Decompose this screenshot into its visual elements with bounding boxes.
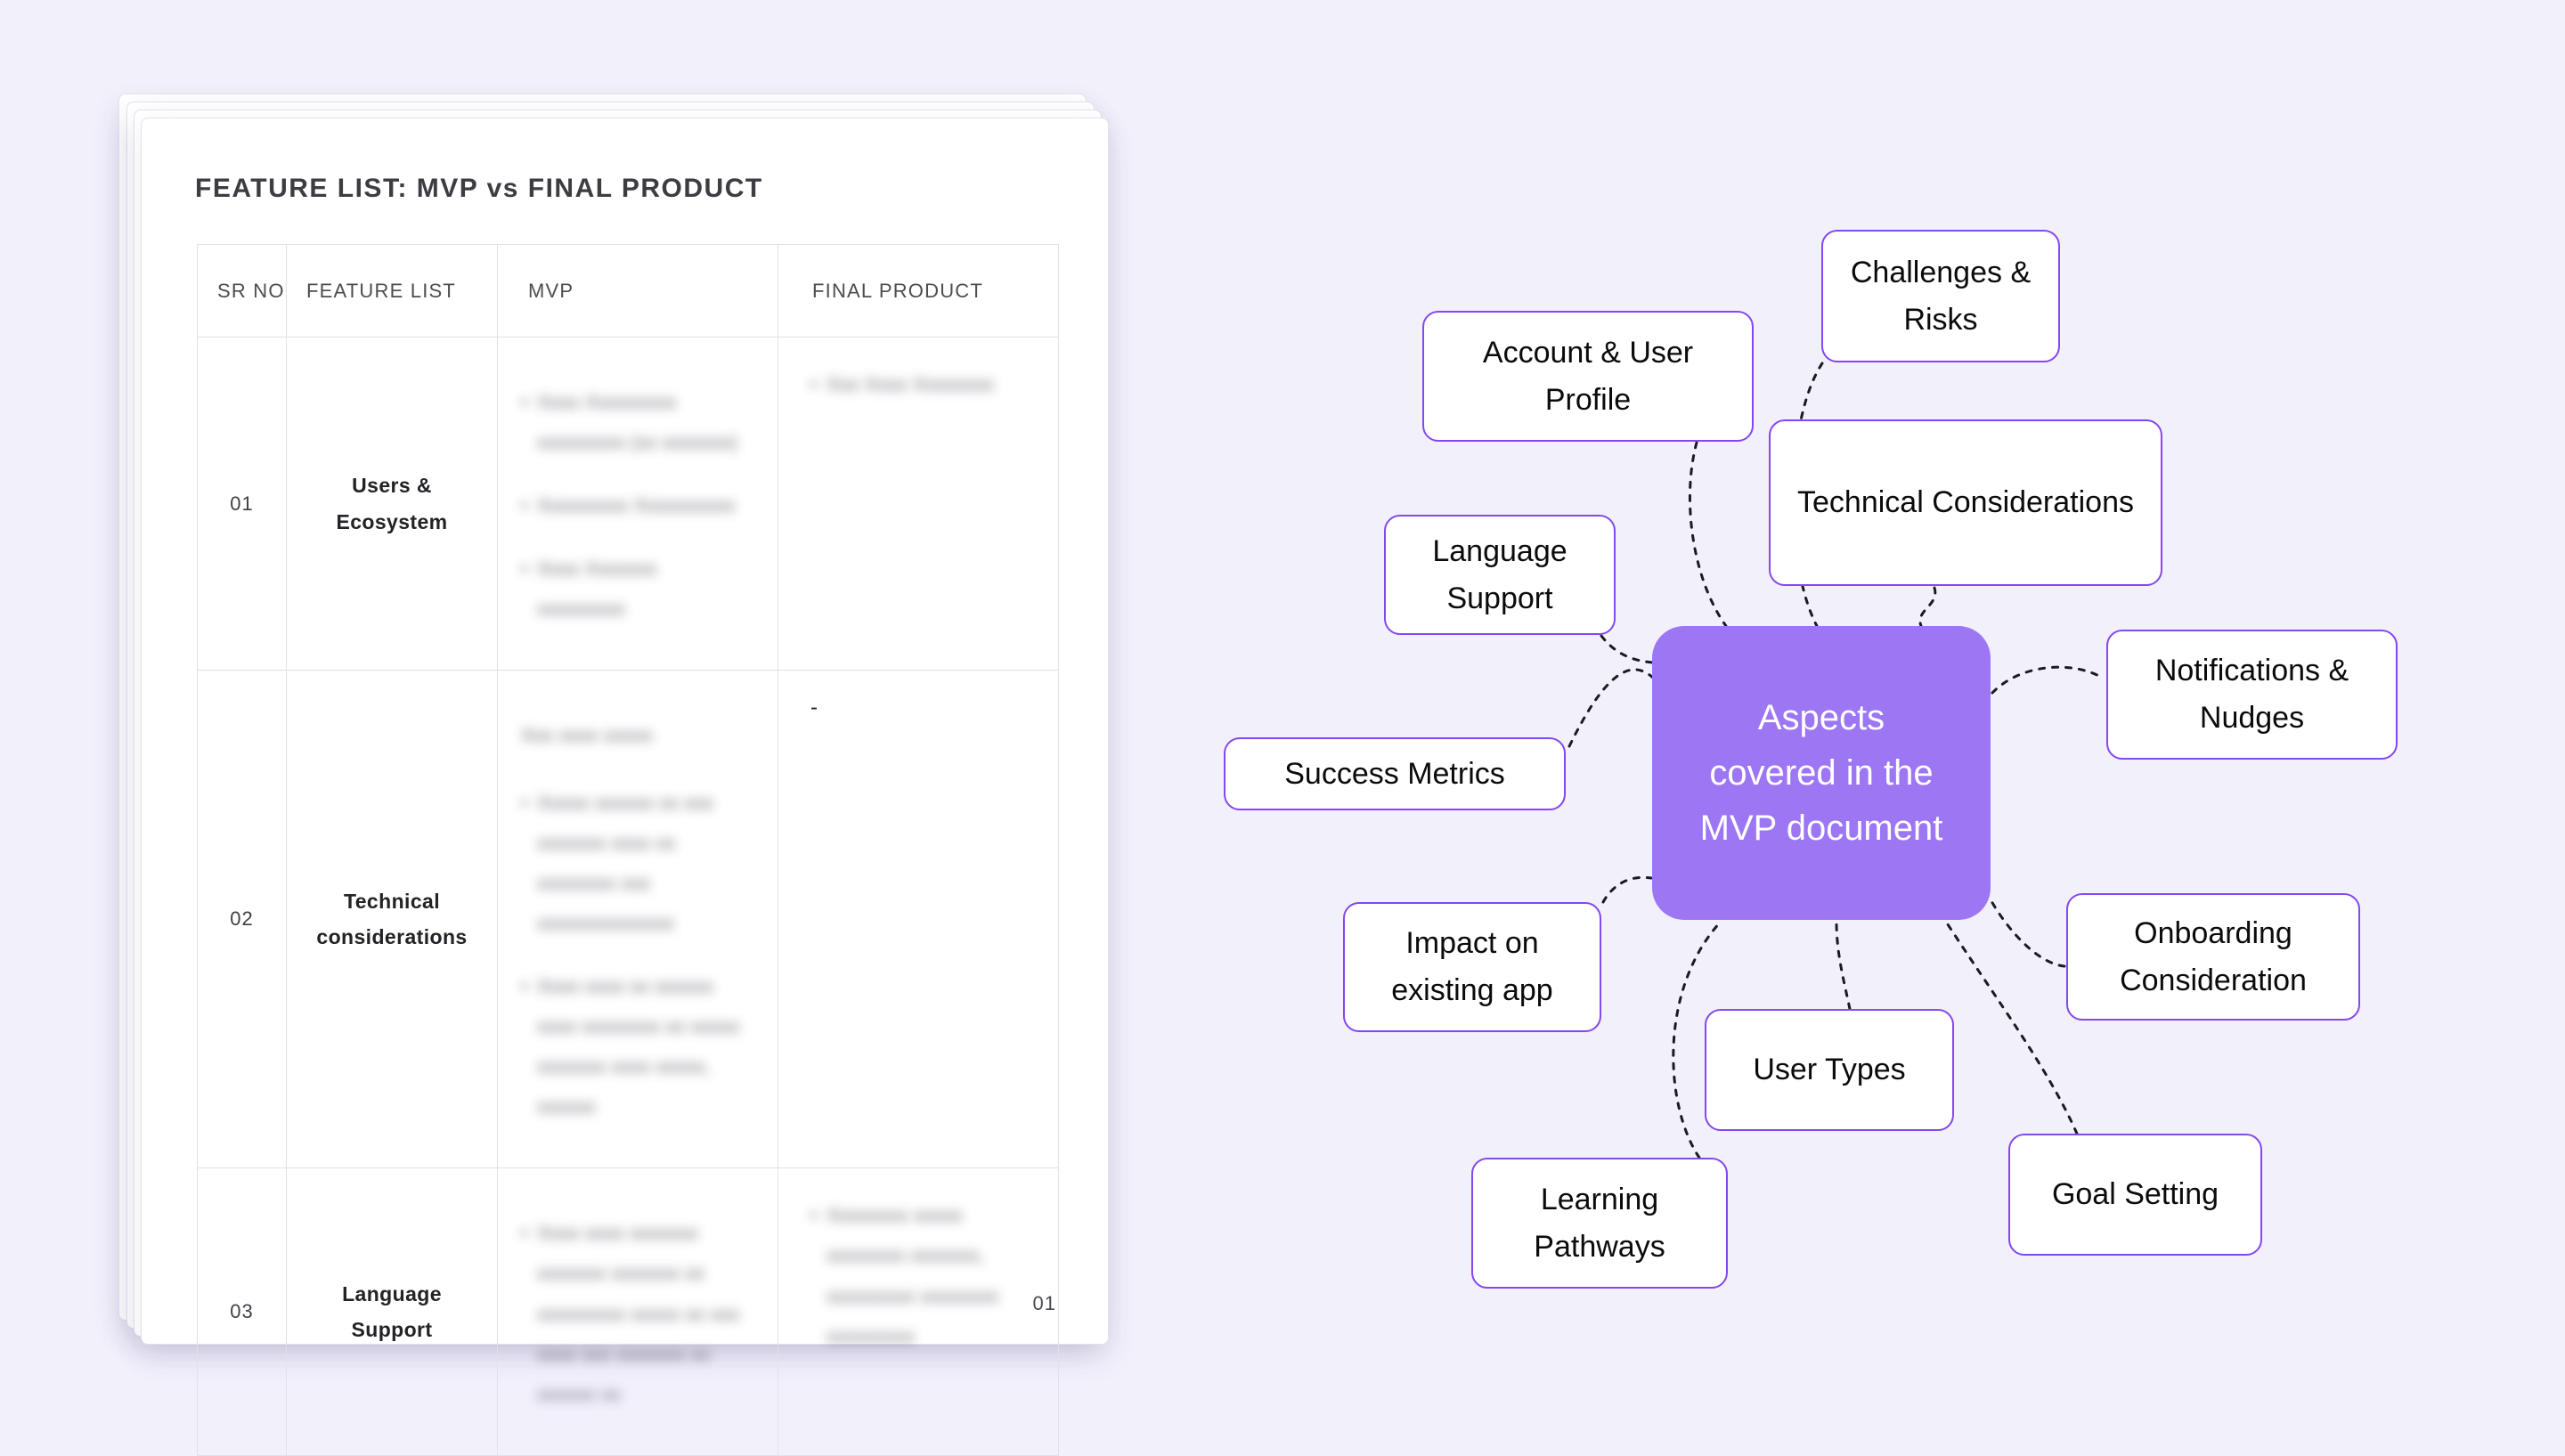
- cell-feature-name: Technical considerations: [286, 670, 498, 1169]
- mindmap-node-notifications-nudges[interactable]: Notifications & Nudges: [2106, 630, 2398, 760]
- table-row: 03 Language Support Xxxx xxxx xxxxxxx xx…: [197, 1167, 1059, 1456]
- connector-success: [1568, 668, 1656, 748]
- table-header-row: SR NO FEATURE LIST MVP FINAL PRODUCT: [197, 244, 1059, 338]
- connector-onboarding: [1990, 899, 2066, 968]
- connector-impact: [1601, 875, 1653, 904]
- mindmap-node-success-metrics[interactable]: Success Metrics: [1224, 737, 1566, 810]
- connector-notifications: [1991, 665, 2105, 695]
- page-title: FEATURE LIST: MVP vs FINAL PRODUCT: [195, 174, 763, 203]
- mindmap-node-user-types[interactable]: User Types: [1705, 1009, 1954, 1131]
- column-header-mvp: MVP: [497, 244, 778, 338]
- connector-language: [1600, 634, 1655, 664]
- blurred-text-line: Xxxx Xxxxxxxxx xxxxxxxxx (xx xxxxxxx): [521, 382, 744, 462]
- mindmap-center-node[interactable]: Aspects covered in the MVP document: [1652, 626, 1991, 920]
- mindmap-node-challenges-risks[interactable]: Challenges & Risks: [1821, 230, 2060, 362]
- mindmap-node-goal-setting[interactable]: Goal Setting: [2008, 1134, 2262, 1256]
- column-header-sr-no: SR NO: [197, 244, 287, 338]
- feature-table: SR NO FEATURE LIST MVP FINAL PRODUCT 01 …: [197, 244, 1059, 1456]
- table-row: 02 Technical considerations Xxx xxxx xxx…: [197, 670, 1059, 1169]
- mindmap-node-impact-existing-app[interactable]: Impact on existing app: [1343, 902, 1601, 1032]
- cell-feature-name: Language Support: [286, 1167, 498, 1456]
- connector-user-types: [1835, 920, 1852, 1011]
- cell-sr-no: 01: [197, 336, 287, 671]
- mindmap-node-technical-considerations[interactable]: Technical Considerations: [1769, 419, 2162, 586]
- cell-sr-no: 03: [197, 1167, 287, 1456]
- column-header-final: FINAL PRODUCT: [778, 244, 1059, 338]
- cell-final-product: Xxxxxxxx xxxxx xxxxxxxx xxxxxxx, xxxxxxx…: [778, 1167, 1059, 1456]
- blurred-text-line: Xxxxxxxxx Xxxxxxxxxx: [521, 485, 744, 525]
- page-number: 01: [1032, 1292, 1056, 1314]
- document-page: FEATURE LIST: MVP vs FINAL PRODUCT SR NO…: [141, 118, 1109, 1456]
- blurred-text-line: Xxxxx xxxxxx xx xxx xxxxxxx xxxx xx xxxx…: [521, 783, 744, 943]
- connector-technical: [1918, 586, 1937, 628]
- cell-final-product: Xxx Xxxx Xxxxxxxx: [778, 336, 1059, 671]
- mindmap-node-language-support[interactable]: Language Support: [1384, 515, 1616, 635]
- blurred-text-line: Xxxxxxxx xxxxx xxxxxxxx xxxxxxx, xxxxxxx…: [810, 1195, 1028, 1355]
- cell-sr-no: 02: [197, 670, 287, 1169]
- blurred-text-line: Xxxx xxxx xx xxxxxx xxxx xxxxxxxx xx xxx…: [521, 966, 744, 1127]
- mindmap-node-learning-pathways[interactable]: Learning Pathways: [1471, 1158, 1728, 1289]
- column-header-feature: FEATURE LIST: [286, 244, 498, 338]
- cell-mvp: Xxx xxxx xxxxx Xxxxx xxxxxx xx xxx xxxxx…: [497, 670, 778, 1169]
- cell-final-product: -: [778, 670, 1059, 1169]
- mindmap-node-account-user-profile[interactable]: Account & User Profile: [1422, 311, 1754, 442]
- cell-mvp: Xxxx xxxx xxxxxxx xxxxxxx xxxxxxx xx xxx…: [497, 1167, 778, 1456]
- cell-feature-name: Users & Ecosystem: [286, 336, 498, 671]
- table-row: 01 Users & Ecosystem Xxxx Xxxxxxxxx xxxx…: [197, 336, 1059, 671]
- cell-mvp: Xxxx Xxxxxxxxx xxxxxxxxx (xx xxxxxxx) Xx…: [497, 336, 778, 671]
- blurred-text-line: Xxx xxxx xxxxx: [521, 724, 653, 747]
- blurred-text-line: Xxxx Xxxxxxx xxxxxxxxx: [521, 549, 744, 629]
- connector-goal: [1944, 920, 2079, 1135]
- connector-account: [1689, 441, 1728, 628]
- blurred-text-line: Xxxx xxxx xxxxxxx xxxxxxx xxxxxxx xx xxx…: [521, 1213, 744, 1413]
- mindmap-node-onboarding-consideration[interactable]: Onboarding Consideration: [2066, 893, 2360, 1021]
- dash-placeholder: -: [810, 695, 818, 720]
- blurred-text-line: Xxx Xxxx Xxxxxxxx: [810, 364, 1028, 404]
